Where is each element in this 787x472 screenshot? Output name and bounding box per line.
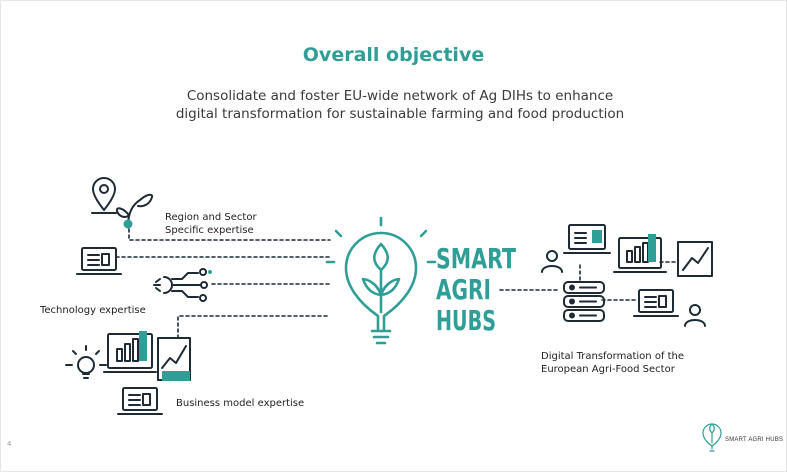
user-icon-top	[541, 250, 563, 273]
sprout-icon	[115, 193, 154, 229]
region-sector-label: Region and Sector Specific expertise	[165, 211, 257, 237]
lightbulb-icon	[65, 345, 107, 379]
bar-chart-monitor-icon	[103, 331, 157, 373]
server-icon	[563, 281, 605, 322]
slide-subtitle: Consolidate and foster EU-wide network o…	[100, 87, 700, 123]
region-label-line-1: Region and Sector	[165, 212, 257, 223]
digital-label-line-1: Digital Transformation of the	[541, 351, 685, 362]
digital-label-line-2: European Agri-Food Sector	[541, 364, 675, 375]
brand-line-1: SMART	[436, 242, 516, 275]
laptop-right-lower-icon	[633, 289, 679, 317]
page-number: 4	[7, 440, 12, 448]
right-connector	[499, 261, 677, 301]
footer-logo-text: SMART AGRI HUBS	[725, 437, 784, 443]
business-model-label: Business model expertise	[176, 398, 305, 409]
subtitle-line-2: digital transformation for sustainable f…	[175, 106, 625, 122]
laptop-business-icon	[117, 387, 163, 415]
left-connectors	[115, 228, 331, 339]
line-chart-icon	[157, 337, 191, 381]
smart-agri-hubs-bulb-icon	[325, 216, 437, 345]
circuit-icon	[153, 268, 212, 302]
digital-transformation-label: Digital Transformation of the European A…	[541, 350, 684, 376]
user-icon-bottom	[684, 304, 706, 327]
laptop-right-icon	[563, 224, 611, 254]
line-chart-right-icon	[677, 241, 713, 277]
laptop-icon	[76, 247, 122, 275]
brand-line-2: AGRI	[436, 273, 491, 306]
bar-chart-right-icon	[613, 234, 667, 273]
region-label-line-2: Specific expertise	[165, 225, 254, 236]
footer-logo-icon	[702, 423, 722, 452]
slide-title: Overall objective	[302, 44, 485, 66]
brand-line-3: HUBS	[436, 304, 496, 337]
subtitle-line-1: Consolidate and foster EU-wide network o…	[186, 88, 614, 104]
technology-label: Technology expertise	[40, 305, 146, 316]
map-pin-icon	[91, 177, 117, 214]
